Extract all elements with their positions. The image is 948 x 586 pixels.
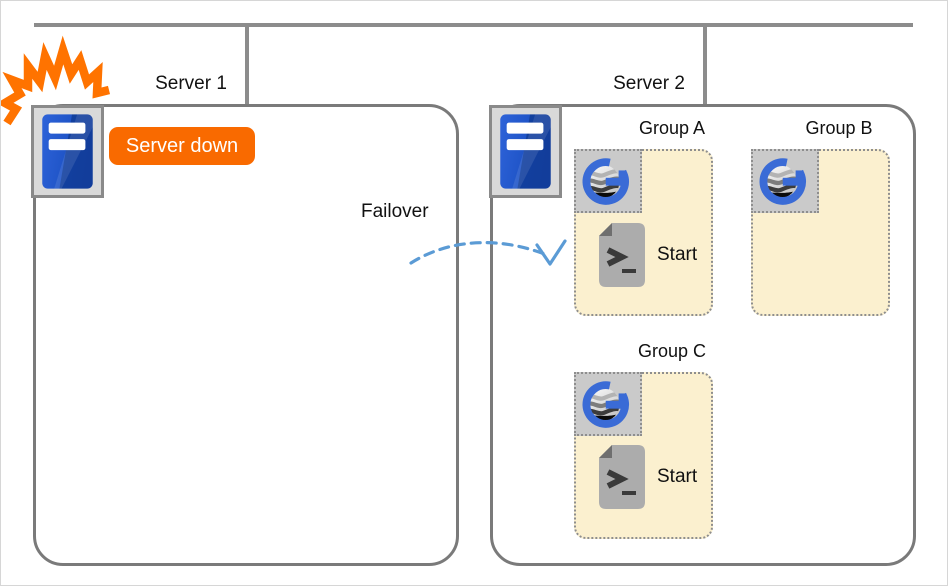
g-globe-app-icon bbox=[582, 157, 629, 205]
server-tower-icon bbox=[500, 114, 551, 189]
group-b-app-icon bbox=[751, 149, 819, 213]
server-tower-icon bbox=[42, 114, 93, 189]
group-b-label: Group B bbox=[805, 118, 873, 138]
group-a-app-icon bbox=[574, 149, 642, 213]
server2-icon bbox=[489, 105, 562, 198]
group-a-label: Group A bbox=[638, 118, 706, 138]
server1-icon bbox=[31, 105, 104, 198]
failover-label: Failover bbox=[361, 201, 429, 222]
server2-drop-line bbox=[703, 25, 707, 105]
group-a-script-icon bbox=[599, 223, 645, 287]
server1-box bbox=[33, 104, 459, 566]
group-a-start-label: Start bbox=[657, 244, 698, 265]
group-c-label: Group C bbox=[637, 341, 707, 361]
g-globe-app-icon bbox=[759, 157, 806, 205]
server1-label: Server 1 bbox=[155, 73, 227, 94]
server1-drop-line bbox=[245, 25, 249, 105]
server-down-badge: Server down bbox=[109, 127, 255, 165]
failover-dashed-arrow bbox=[409, 239, 567, 266]
group-c-start-label: Start bbox=[657, 466, 698, 487]
server2-label: Server 2 bbox=[613, 73, 685, 94]
g-globe-app-icon bbox=[582, 380, 629, 428]
group-c-app-icon bbox=[574, 372, 642, 436]
group-c-script-icon bbox=[599, 445, 645, 509]
failure-burst-icon bbox=[1, 35, 111, 126]
network-bus-line bbox=[34, 23, 913, 27]
